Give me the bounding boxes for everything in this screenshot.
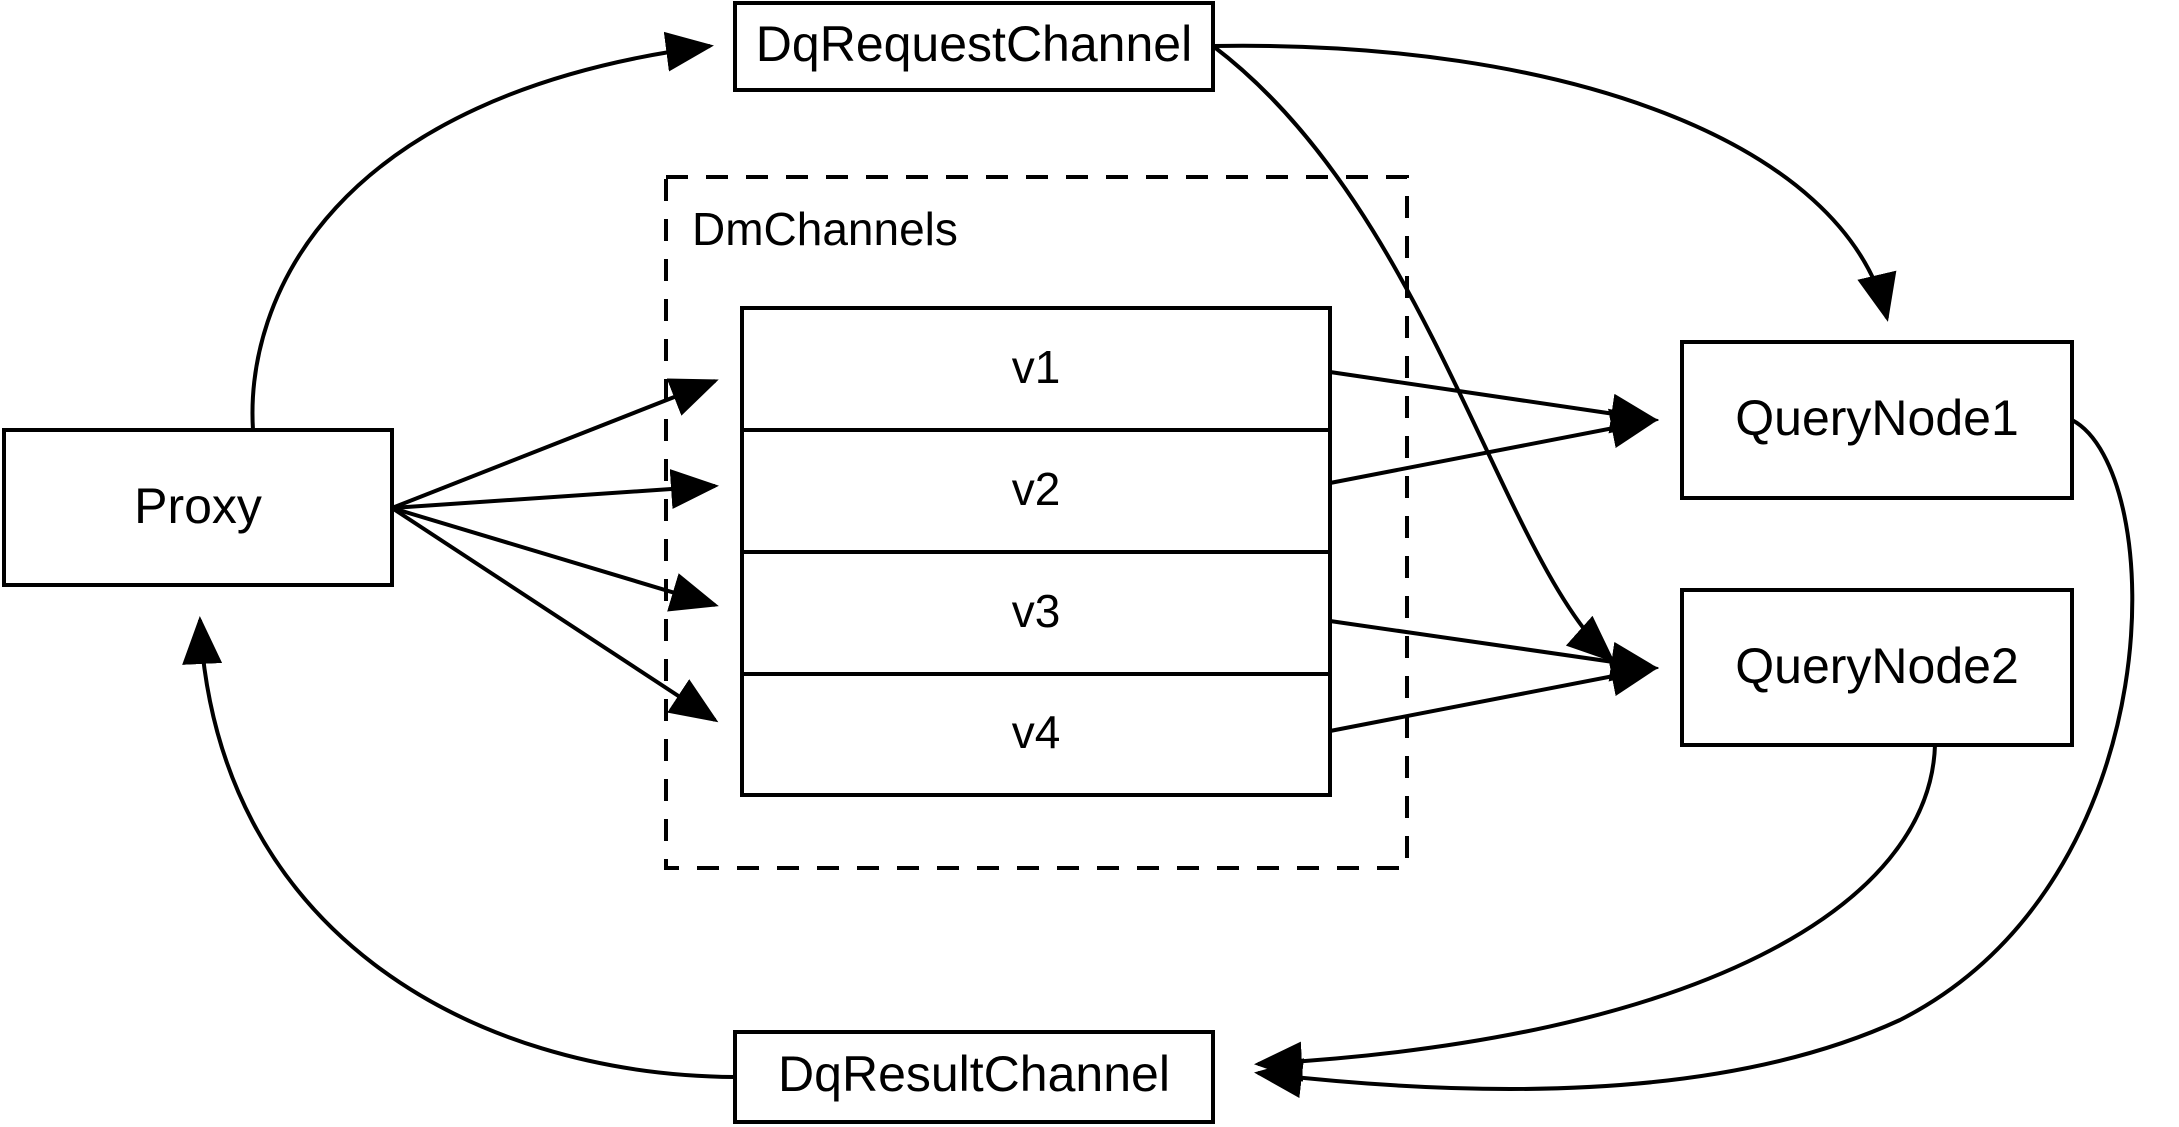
edge-v3-to-query-node-2: [1329, 619, 1659, 682]
edge-v1-to-query-node-1: [1329, 370, 1659, 434]
node-query-node-1[interactable]: QueryNode1: [1680, 340, 2074, 500]
channel-label-v3: v3: [1012, 585, 1061, 637]
query-node-1-label: QueryNode1: [1735, 390, 2019, 446]
node-dq-request-channel[interactable]: DqRequestChannel: [733, 1, 1215, 92]
channel-row-v1[interactable]: [740, 306, 1332, 432]
dq-request-channel-label: DqRequestChannel: [756, 16, 1192, 72]
dm-channels-label: DmChannels: [692, 203, 958, 255]
edge-proxy-to-v3: [391, 506, 719, 612]
edge-proxy-to-v1: [391, 378, 719, 510]
edge-query-node-2-to-dq-result-channel: [1254, 744, 1937, 1082]
edge-proxy-to-dq-request-channel: [250, 31, 714, 431]
edge-proxy-to-v4: [390, 506, 719, 723]
edge-proxy-to-v2: [391, 469, 719, 510]
dm-channels-border: [664, 175, 1409, 870]
edge-v4-to-query-node-2: [1329, 656, 1659, 733]
dq-request-channel-box[interactable]: [733, 1, 1215, 92]
edge-dq-request-channel-to-query-node-2: [1211, 44, 1615, 663]
dq-result-channel-label: DqResultChannel: [778, 1046, 1170, 1102]
edge-query-node-1-to-dq-result-channel: [1254, 418, 2135, 1098]
query-node-2-box[interactable]: [1680, 588, 2074, 747]
proxy-box[interactable]: [2, 428, 394, 587]
channel-label-v4: v4: [1012, 706, 1061, 758]
query-node-1-box[interactable]: [1680, 340, 2074, 500]
edge-v2-to-query-node-1: [1329, 408, 1659, 485]
node-proxy[interactable]: Proxy: [2, 428, 394, 587]
channel-label-v1: v1: [1012, 341, 1061, 393]
node-dq-result-channel[interactable]: DqResultChannel: [733, 1030, 1215, 1124]
node-query-node-2[interactable]: QueryNode2: [1680, 588, 2074, 747]
edge-dq-request-channel-to-query-node-1: [1212, 43, 1897, 322]
edge-dq-result-channel-to-proxy: [182, 616, 736, 1079]
channel-row-v4[interactable]: [740, 672, 1332, 797]
dq-result-channel-box[interactable]: [733, 1030, 1215, 1124]
query-node-2-label: QueryNode2: [1735, 638, 2019, 694]
dm-channels-group: DmChannels: [664, 175, 1409, 870]
dm-channels-table: v1 v2 v3 v4: [740, 306, 1332, 797]
channel-label-v2: v2: [1012, 463, 1061, 515]
proxy-label: Proxy: [134, 478, 262, 534]
